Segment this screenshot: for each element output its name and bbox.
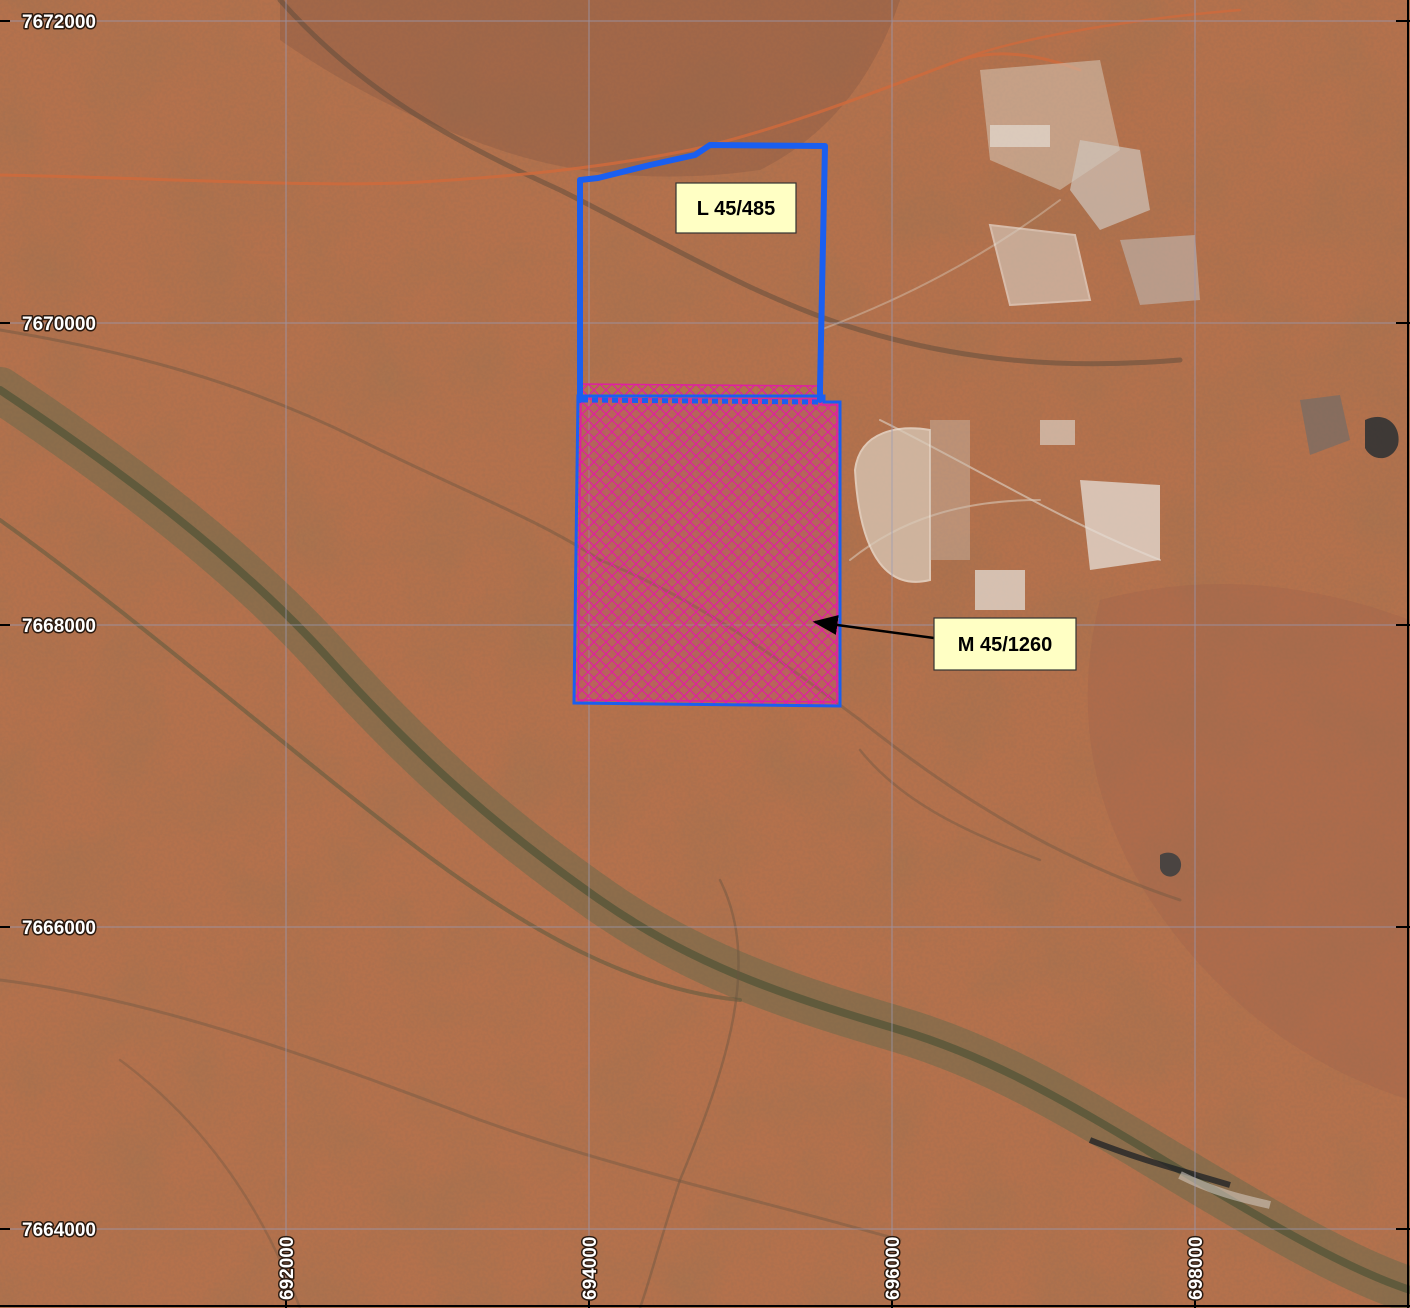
label-m45-1260: M 45/1260 <box>812 615 1077 671</box>
tenement-l45-485[interactable] <box>577 142 828 405</box>
easting-label: 696000 <box>883 1237 904 1300</box>
label-l45-485-text: L 45/485 <box>697 198 776 220</box>
label-l45-485: L 45/485 <box>675 182 797 234</box>
northing-label: 7672000 <box>22 12 96 33</box>
label-m45-1260-text: M 45/1260 <box>958 634 1053 656</box>
m45-1260-leader-arrow <box>812 615 935 640</box>
easting-labels: 692000 694000 696000 698000 <box>276 1235 1209 1301</box>
easting-label: 692000 <box>277 1237 298 1300</box>
easting-label: 698000 <box>1186 1237 1207 1300</box>
northing-label: 7664000 <box>22 1220 96 1241</box>
mine-infrastructure <box>853 60 1399 1209</box>
easting-label: 694000 <box>580 1237 601 1300</box>
northing-labels: 7672000 7670000 7668000 7666000 7664000 <box>21 11 98 1243</box>
northing-label: 7668000 <box>22 616 96 637</box>
northing-label: 7670000 <box>22 314 96 335</box>
tenement-m45-1260[interactable] <box>572 383 842 708</box>
northing-label: 7666000 <box>22 918 96 939</box>
